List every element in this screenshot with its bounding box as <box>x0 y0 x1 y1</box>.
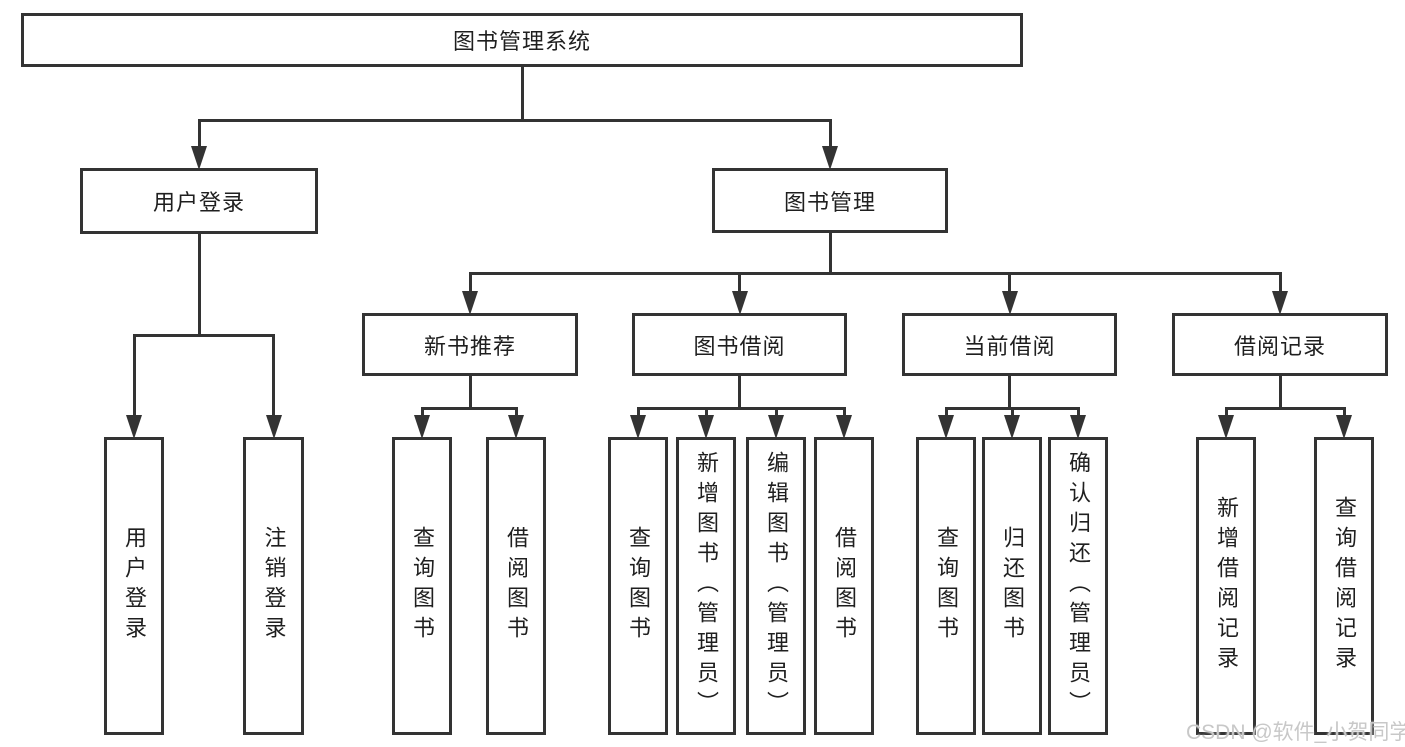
edge-bar <box>197 118 832 122</box>
edge-stem <box>1278 376 1282 410</box>
node-label: 借阅图书 <box>832 526 857 646</box>
watermark-text: CSDN @软件_小贺同学 <box>1186 721 1405 744</box>
arrow-down-icon <box>191 146 207 170</box>
edge-stem <box>520 67 524 122</box>
arrow-down-icon <box>731 291 748 315</box>
node-label: 用户登录 <box>122 526 147 646</box>
node-add-book: 新增图书（管理员） <box>676 437 736 735</box>
node-label: 用户登录 <box>152 190 245 215</box>
node-borrow-book-2: 借阅图书 <box>814 437 874 735</box>
edge-drop <box>704 408 708 417</box>
edge-drop <box>468 273 472 293</box>
edge-bar <box>636 406 846 410</box>
edge-stem <box>197 234 201 337</box>
edge-drop <box>738 273 741 293</box>
arrow-down-icon <box>1070 415 1086 439</box>
edge-drop <box>1076 408 1080 417</box>
edge-drop <box>272 335 275 417</box>
arrow-down-icon <box>822 146 838 170</box>
node-label: 编辑图书（管理员） <box>764 451 789 721</box>
node-query-record: 查询借阅记录 <box>1314 437 1374 735</box>
arrow-down-icon <box>1004 415 1020 439</box>
node-query-book-2: 查询图书 <box>608 437 668 735</box>
edge-drop <box>197 120 201 148</box>
arrow-down-icon <box>1336 415 1352 439</box>
arrow-down-icon <box>768 415 784 439</box>
node-current-borrow: 当前借阅 <box>902 313 1117 376</box>
edge-drop <box>1008 273 1011 293</box>
arrow-down-icon <box>508 415 524 439</box>
edge-bar <box>420 406 518 410</box>
node-label: 当前借阅 <box>963 333 1056 359</box>
edge-bar <box>468 271 1282 275</box>
edge-drop <box>420 408 424 417</box>
arrow-down-icon <box>836 415 852 439</box>
node-edit-book: 编辑图书（管理员） <box>746 437 806 735</box>
edge-drop <box>828 120 832 148</box>
arrow-down-icon <box>698 415 714 439</box>
arrow-down-icon <box>1001 291 1018 315</box>
node-logout: 注销登录 <box>243 437 304 735</box>
edge-drop <box>1224 408 1228 417</box>
node-label: 查询图书 <box>410 526 435 646</box>
node-label: 查询图书 <box>934 526 959 646</box>
arrow-down-icon <box>938 415 954 439</box>
edge-drop <box>1278 273 1282 293</box>
node-book-mgmt: 图书管理 <box>712 168 948 233</box>
node-label: 图书管理 <box>783 189 876 215</box>
node-book-borrow: 图书借阅 <box>632 313 847 376</box>
node-confirm-return: 确认归还（管理员） <box>1048 437 1108 735</box>
node-root: 图书管理系统 <box>21 13 1023 67</box>
edge-stem <box>828 233 832 275</box>
edge-drop <box>1010 408 1014 417</box>
edge-drop <box>636 408 640 417</box>
node-login-group: 用户登录 <box>80 168 318 234</box>
edge-drop <box>1342 408 1346 417</box>
node-query-book-3: 查询图书 <box>916 437 976 735</box>
node-return-book: 归还图书 <box>982 437 1042 735</box>
arrow-down-icon <box>462 291 478 315</box>
node-label: 新书推荐 <box>423 333 516 359</box>
node-label: 查询图书 <box>626 526 651 646</box>
node-label: 图书管理系统 <box>452 29 591 54</box>
node-borrow-book-1: 借阅图书 <box>486 437 546 735</box>
arrow-down-icon <box>265 415 282 439</box>
node-label: 借阅图书 <box>504 526 529 646</box>
edge-bar <box>1224 406 1346 410</box>
node-label: 图书借阅 <box>693 333 786 359</box>
node-add-record: 新增借阅记录 <box>1196 437 1256 735</box>
edge-drop <box>132 335 136 417</box>
arrow-down-icon <box>1218 415 1234 439</box>
node-user-login: 用户登录 <box>104 437 164 735</box>
edge-drop <box>842 408 846 417</box>
arrow-down-icon <box>1272 291 1288 315</box>
edge-drop <box>944 408 948 417</box>
node-borrow-records: 借阅记录 <box>1172 313 1388 376</box>
edge-drop <box>514 408 518 417</box>
edge-stem <box>468 376 472 410</box>
node-label: 确认归还（管理员） <box>1066 451 1091 721</box>
edge-stem <box>1008 376 1011 410</box>
arrow-down-icon <box>126 415 142 439</box>
node-label: 借阅记录 <box>1233 333 1326 359</box>
arrow-down-icon <box>414 415 430 439</box>
node-new-books: 新书推荐 <box>362 313 578 376</box>
node-query-book-1: 查询图书 <box>392 437 452 735</box>
edge-drop <box>774 408 778 417</box>
node-label: 注销登录 <box>261 526 287 646</box>
edge-bar <box>132 333 275 337</box>
node-label: 查询借阅记录 <box>1332 496 1357 676</box>
node-label: 新增借阅记录 <box>1214 496 1239 676</box>
edge-stem <box>738 376 741 410</box>
node-label: 归还图书 <box>1000 526 1025 646</box>
arrow-down-icon <box>630 415 646 439</box>
node-label: 新增图书（管理员） <box>694 451 719 721</box>
